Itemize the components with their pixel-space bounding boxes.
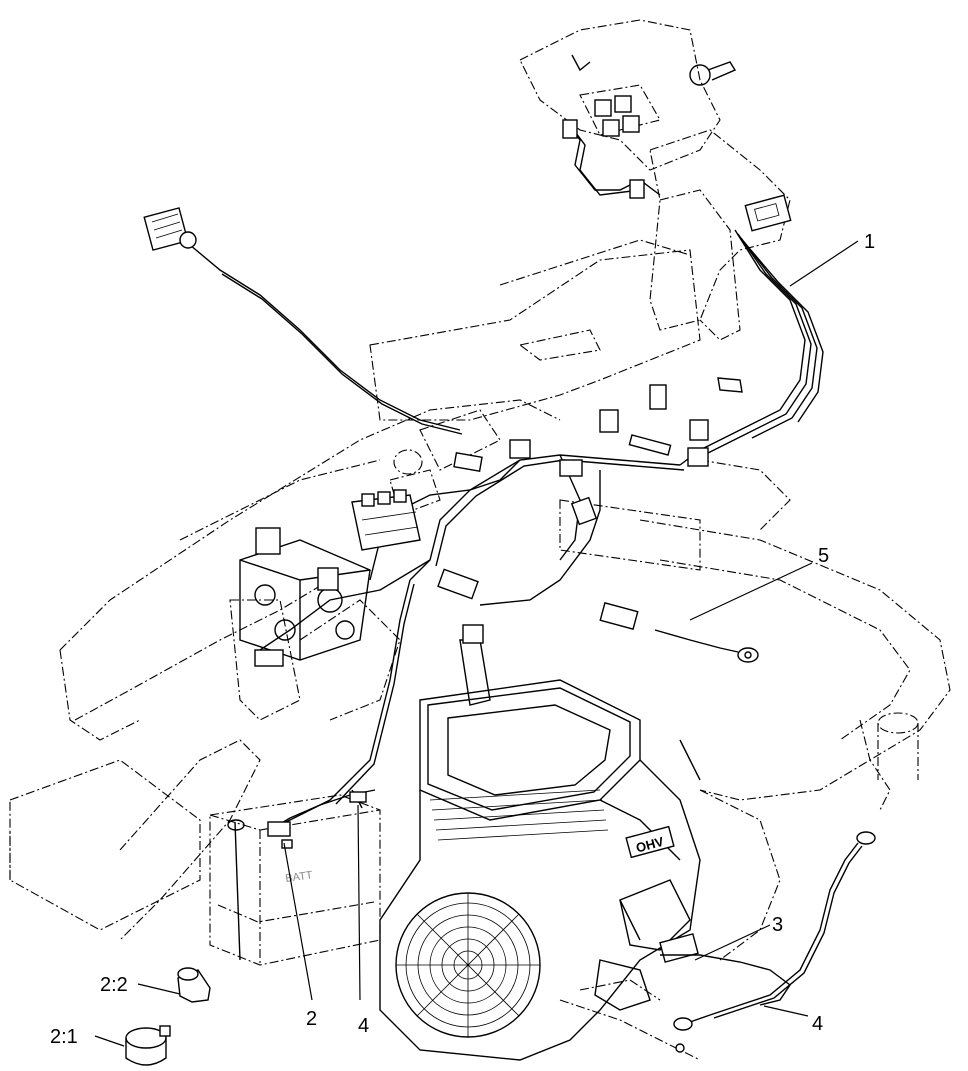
callout-4-left: 4 bbox=[358, 1015, 369, 1037]
terminal-boot-2-2 bbox=[177, 967, 211, 1003]
chassis-frame bbox=[9, 239, 951, 1061]
control-tower bbox=[519, 19, 792, 341]
battery-label: BATT bbox=[285, 869, 314, 885]
engine-label: OHV bbox=[634, 834, 665, 856]
callout-1: 1 bbox=[864, 231, 875, 253]
engine-sensor bbox=[459, 624, 491, 706]
ground-cable bbox=[673, 831, 876, 1053]
flywheel-screen bbox=[395, 892, 541, 1038]
engine: OHV bbox=[379, 679, 701, 1061]
hydraulic-valve-block bbox=[239, 527, 371, 667]
ground-wire bbox=[654, 629, 759, 663]
switch-panel bbox=[594, 95, 640, 137]
leader-lines bbox=[94, 240, 859, 1047]
callout-5: 5 bbox=[818, 545, 829, 567]
callout-4-right: 4 bbox=[812, 1013, 823, 1035]
callout-2-1: 2:1 bbox=[50, 1026, 78, 1048]
callout-2-2: 2:2 bbox=[100, 974, 128, 996]
main-wire-harness bbox=[189, 229, 824, 831]
relay-block bbox=[351, 489, 421, 551]
callouts: 1 2 2:1 2:2 3 4 4 5 bbox=[50, 231, 875, 1048]
callout-2: 2 bbox=[306, 1008, 317, 1030]
hour-meter-icon bbox=[744, 194, 792, 232]
terminal-boot-2-1 bbox=[125, 1025, 171, 1066]
callout-3: 3 bbox=[772, 914, 783, 936]
key-switch-icon bbox=[689, 61, 737, 86]
seat-switch-connector bbox=[143, 207, 197, 251]
battery: BATT bbox=[209, 794, 381, 966]
harness-segment-left bbox=[349, 789, 367, 809]
starter-cable bbox=[619, 899, 791, 1006]
